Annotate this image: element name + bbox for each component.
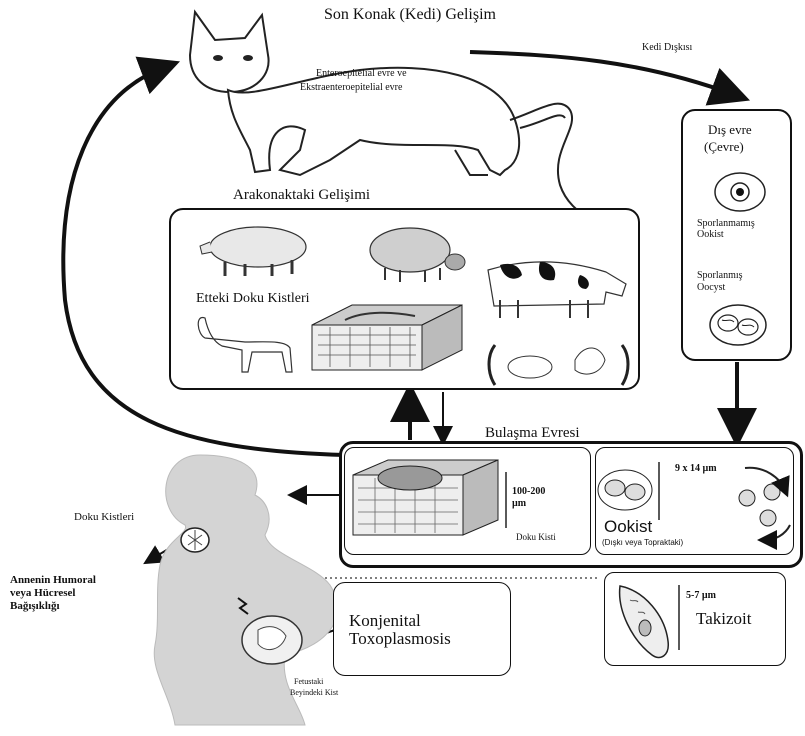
tachyzoite-label: Takizoit (696, 609, 751, 629)
tachyzoite-size: 5-7 µm (686, 590, 716, 601)
